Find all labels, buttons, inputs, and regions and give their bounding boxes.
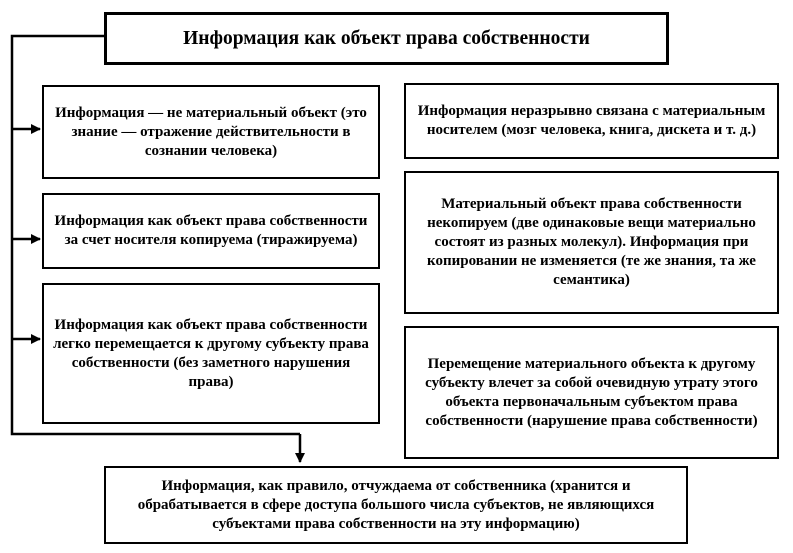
title-box: Информация как объект права собственност… — [104, 12, 669, 65]
left-box-transferable: Информация как объект права собственност… — [42, 283, 380, 424]
right-box-non-copyable: Материальный объект права собственности … — [404, 171, 779, 314]
left-box-copyable: Информация как объект права собственност… — [42, 193, 380, 269]
bottom-box-alienable: Информация, как правило, отчуждаема от с… — [104, 466, 688, 544]
left-box-non-material: Информация — не материальный объект (это… — [42, 85, 380, 179]
page-title: Информация как объект права собственност… — [183, 27, 590, 49]
right-box-material-carrier: Информация неразрывно связана с материал… — [404, 83, 779, 159]
right-box-loss-on-transfer: Перемещение материального объекта к друг… — [404, 326, 779, 459]
